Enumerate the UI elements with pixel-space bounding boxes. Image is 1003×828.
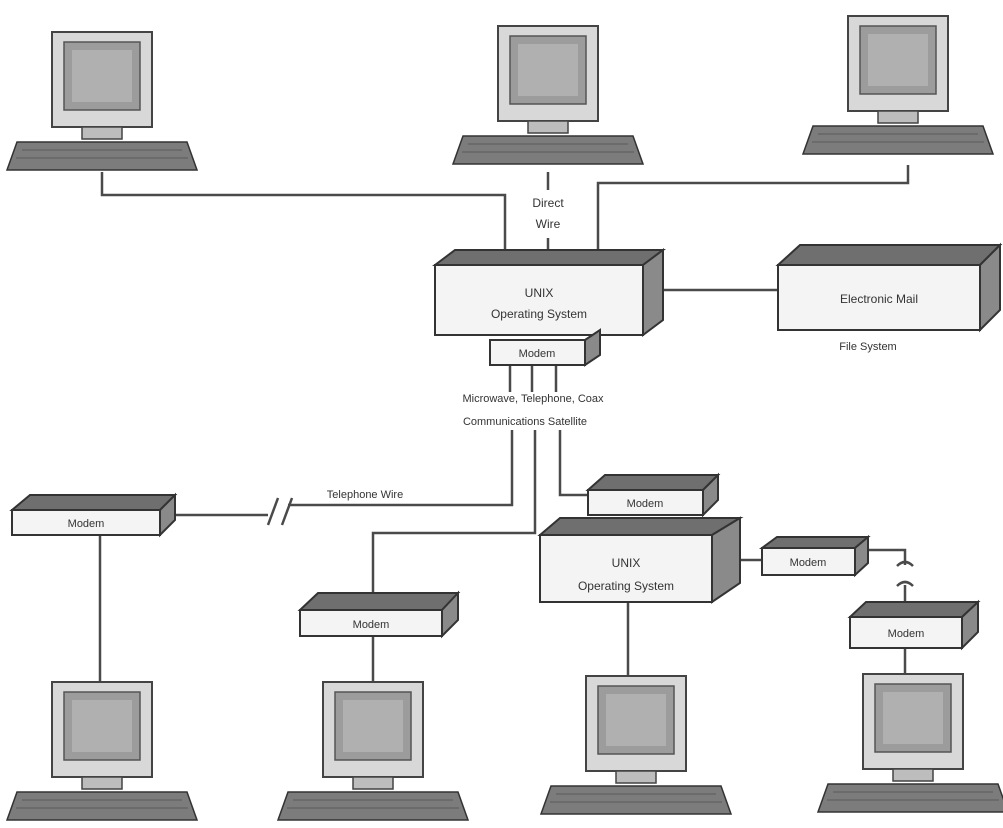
computer-top-right [803,16,993,154]
modem-right: Modem [850,602,978,648]
modem-top-unix2-label: Modem [627,498,664,510]
file-system-label: File System [839,341,896,353]
telephone-wire-label: Telephone Wire [327,489,403,501]
modem-unix2-right: Modem [762,537,868,575]
direct-label: Direct [532,196,564,210]
computer-bottom-4 [818,674,1003,812]
break-symbol-right [897,562,913,586]
computer-top-center [453,26,643,164]
unix-main-box: UNIX Operating System [435,250,663,335]
modem-middle: Modem [300,593,458,636]
unix2-label-2: Operating System [578,579,674,593]
unix-second-box: UNIX Operating System [540,518,740,602]
modem-top-unix2: Modem [588,475,718,515]
modem-left-label: Modem [68,518,105,530]
computer-bottom-2 [278,682,468,820]
email-label: Electronic Mail [840,292,918,306]
computer-bottom-1 [7,682,197,820]
line-to-mid-modem [373,430,535,600]
computer-bottom-3 [541,676,731,814]
modem-left: Modem [12,495,175,535]
computer-top-left [7,32,197,170]
media-label-1: Microwave, Telephone, Coax [462,393,604,405]
modem-main-label: Modem [519,348,556,360]
modem-unix2-right-label: Modem [790,557,827,569]
email-box: Electronic Mail [778,245,1000,330]
modem-right-label: Modem [888,628,925,640]
line-to-unix2-modem [560,430,590,495]
unix-main-label-1: UNIX [525,286,554,300]
line-computer1-unix [102,172,505,262]
unix-main-label-2: Operating System [491,307,587,321]
break-symbol-left [268,498,292,525]
media-label-2: Communications Satellite [463,416,587,428]
modem-middle-label: Modem [353,619,390,631]
wire-label: Wire [536,217,561,231]
unix2-label-1: UNIX [612,556,641,570]
